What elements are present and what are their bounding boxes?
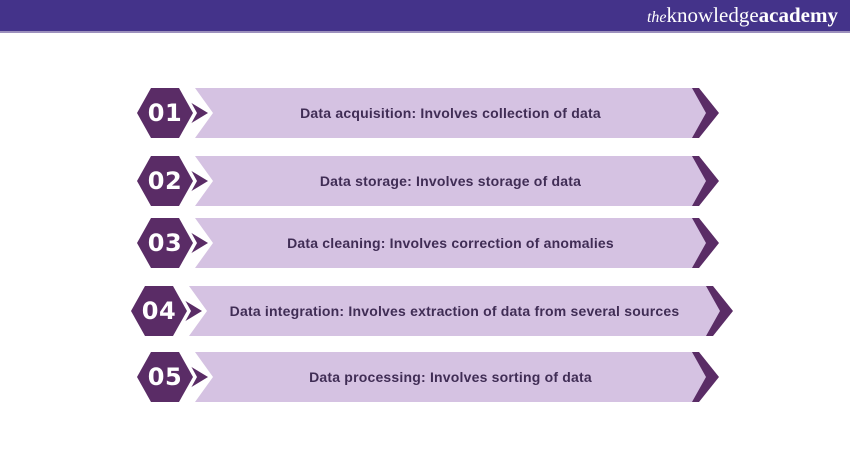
step-number: 05 — [147, 363, 183, 391]
step-number: 02 — [147, 167, 183, 195]
hexagon-fill: 01 — [137, 88, 193, 138]
step-row-4: Data integration: Involves extraction of… — [127, 282, 733, 340]
step-number: 01 — [147, 99, 183, 127]
step-row-3: Data cleaning: Involves correction of an… — [133, 214, 719, 272]
step-bar: Data processing: Involves sorting of dat… — [195, 352, 706, 402]
step-bar: Data integration: Involves extraction of… — [189, 286, 720, 336]
step-text: Data acquisition: Involves collection of… — [300, 105, 601, 121]
step-number: 04 — [141, 297, 177, 325]
step-bar: Data cleaning: Involves correction of an… — [195, 218, 706, 268]
step-row-1: Data acquisition: Involves collection of… — [133, 84, 719, 142]
step-number: 03 — [147, 229, 183, 257]
step-row-2: Data storage: Involves storage of data 0… — [133, 152, 719, 210]
step-number-hexagon: 05 — [133, 348, 197, 406]
step-number-hexagon: 04 — [127, 282, 191, 340]
logo-word-knowledge: knowledge — [666, 3, 759, 27]
step-text: Data cleaning: Involves correction of an… — [287, 235, 614, 251]
hexagon-fill: 03 — [137, 218, 193, 268]
step-row-5: Data processing: Involves sorting of dat… — [133, 348, 719, 406]
hexagon-fill: 02 — [137, 156, 193, 206]
step-bar: Data acquisition: Involves collection of… — [195, 88, 706, 138]
step-text: Data processing: Involves sorting of dat… — [309, 369, 592, 385]
step-bar: Data storage: Involves storage of data — [195, 156, 706, 206]
logo-prefix: the — [646, 9, 667, 26]
step-number-hexagon: 01 — [133, 84, 197, 142]
hexagon-fill: 05 — [137, 352, 193, 402]
step-number-hexagon: 03 — [133, 214, 197, 272]
step-text: Data integration: Involves extraction of… — [229, 303, 680, 319]
logo-word-academy: academy — [758, 3, 838, 27]
step-number-hexagon: 02 — [133, 152, 197, 210]
hexagon-fill: 04 — [131, 286, 187, 336]
step-text: Data storage: Involves storage of data — [319, 173, 582, 189]
